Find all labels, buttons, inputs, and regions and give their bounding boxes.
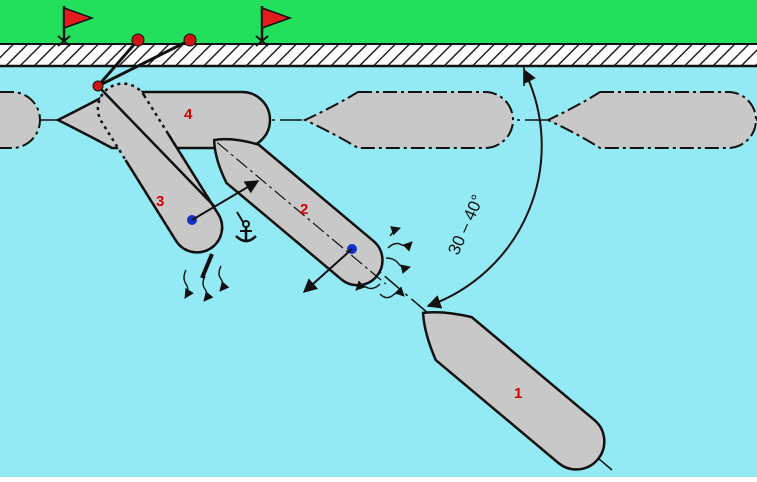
propeller-wash-icon	[183, 265, 230, 302]
ship-label: 4	[184, 106, 193, 123]
ship-label: 3	[156, 193, 164, 210]
mooring-line	[97, 38, 191, 88]
bollard-icon	[183, 33, 197, 47]
berthed-ship-outline-left	[0, 91, 41, 149]
ship-label: 1	[514, 385, 522, 402]
propeller-wash-icon	[355, 226, 413, 299]
ship-3	[96, 82, 224, 254]
turning-arrow	[191, 180, 260, 221]
bollard-icon	[92, 80, 104, 92]
berthed-ship-outline-right	[545, 91, 757, 149]
flag-icon	[255, 6, 293, 47]
angle-arc	[426, 68, 543, 309]
turning-arrow	[302, 248, 353, 293]
mooring-line	[96, 39, 140, 87]
ship-label: 2	[300, 201, 308, 218]
anchor-icon	[235, 211, 257, 243]
bollard-icon	[131, 33, 145, 47]
ship-1	[421, 310, 606, 471]
rudder	[200, 253, 214, 279]
quay-wall	[0, 44, 757, 66]
ship-2	[212, 137, 387, 287]
flag-icon	[57, 6, 95, 47]
mooring-line	[97, 85, 216, 208]
shore-strip	[0, 0, 757, 44]
